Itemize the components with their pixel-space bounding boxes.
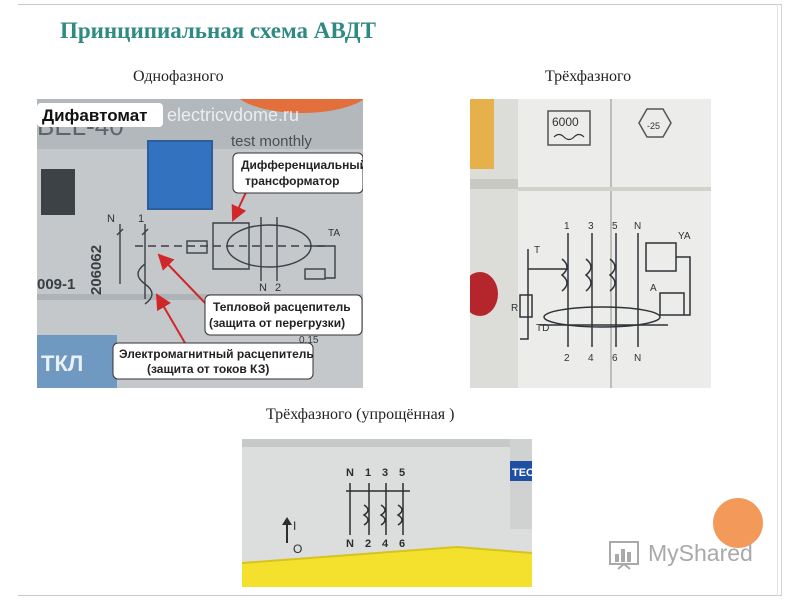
indicator-window <box>41 169 75 215</box>
switch-indicator: I O <box>282 517 302 556</box>
switch-on-label: I <box>293 519 296 533</box>
callout-magnetic-line1: Электромагнитный расцепитель <box>119 347 314 361</box>
red-indicator <box>470 272 498 316</box>
terminal-bottom-2: 2 <box>365 538 371 550</box>
terminal-top-n: N <box>346 467 354 479</box>
caption-single-phase: Однофазного <box>133 68 224 85</box>
terminal-bottom-6: 6 <box>399 538 405 550</box>
terminal-top-5: 5 <box>612 221 618 232</box>
terminal-bottom-6: 6 <box>612 353 618 364</box>
label-a: A <box>650 283 657 294</box>
callout-thermal-line2: (защита от перегрузки) <box>209 316 345 330</box>
terminal-n-bottom: N <box>259 282 267 294</box>
terminal-bottom-4: 4 <box>588 353 594 364</box>
photo-single-phase-rcbo: ТКЛ BEL-40 test monthly N 1 N 2 TA 20606… <box>37 99 363 388</box>
code-fragment: 009-1 <box>37 276 75 293</box>
myshared-logo-icon <box>609 541 639 570</box>
terminal-bottom-4: 4 <box>382 538 389 550</box>
blue-label <box>37 335 117 388</box>
terminal-top-1: 1 <box>564 221 570 232</box>
photo-three-phase-simplified: TEC N 1 3 5 N 2 4 6 I O <box>242 439 532 587</box>
orange-cap <box>239 99 363 113</box>
terminal-1-top: 1 <box>138 213 144 225</box>
terminal-top-n: N <box>634 221 641 232</box>
terminal-top-1: 1 <box>365 467 371 479</box>
watermark: electricvdome.ru <box>167 105 299 125</box>
label-ya: YA <box>678 231 691 242</box>
bottom-fragment: 0.15 <box>299 335 319 346</box>
rcbo-schematic <box>116 217 336 305</box>
test-button <box>147 140 213 210</box>
myshared-logo: MyShared <box>606 538 766 570</box>
simplified-schematic <box>346 483 410 535</box>
terminal-top-3: 3 <box>588 221 594 232</box>
label-r: R <box>511 303 518 314</box>
yellow-toggle <box>242 547 532 587</box>
callout-thermal <box>204 294 363 336</box>
terminal-2-bottom: 2 <box>275 282 281 294</box>
serial-number: 206062 <box>88 245 105 295</box>
ta-label: TA <box>328 228 340 239</box>
accent-circle <box>713 498 763 548</box>
yellow-edge <box>470 99 494 169</box>
caption-three-phase-simplified: Трёхфазного (упрощённая ) <box>266 406 455 423</box>
terminal-top-3: 3 <box>382 467 388 479</box>
callout-magnetic <box>112 342 314 380</box>
callout-magnetic-line2: (защита от токов КЗ) <box>147 362 269 376</box>
slide-frame-top <box>18 4 782 5</box>
callout-transformer-line1: Дифференциальный <box>241 158 363 172</box>
temperature-icon <box>638 108 672 138</box>
switch-off-label: O <box>293 542 302 556</box>
caption-three-phase: Трёхфазного <box>545 68 632 85</box>
terminal-bottom-2: 2 <box>564 353 570 364</box>
badge-box <box>37 103 163 127</box>
slide-title: Принципиальная схема АВДТ <box>60 18 376 43</box>
slide-frame-right <box>781 4 782 596</box>
terminal-n-top: N <box>107 213 115 225</box>
brand-fragment: TEC <box>512 467 532 479</box>
callout-transformer-line2: трансформатор <box>245 174 339 188</box>
slide-frame-bottom <box>18 595 782 596</box>
slide-frame-right-inner <box>777 4 778 596</box>
terminal-bottom-n: N <box>634 353 641 364</box>
photo-three-phase-rcbo: 6000 -25 1 3 5 N 2 4 6 N T R TD YA A <box>470 99 711 388</box>
rating-value: 6000 <box>552 115 579 129</box>
brand-fragment: ТКЛ <box>41 351 83 376</box>
rating-box <box>547 110 591 146</box>
badge-label: Дифавтомат <box>42 106 148 125</box>
callout-thermal-line1: Тепловой расцепитель <box>213 300 351 314</box>
label-td: TD <box>536 323 549 334</box>
label-t: T <box>534 245 540 256</box>
terminal-top-5: 5 <box>399 467 405 479</box>
terminal-bottom-n: N <box>346 538 354 550</box>
test-text: test monthly <box>231 133 312 150</box>
brand-label <box>510 461 532 481</box>
callout-transformer <box>232 152 363 194</box>
myshared-logo-text: MyShared <box>648 540 753 566</box>
three-phase-schematic <box>519 233 691 347</box>
temperature-value: -25 <box>647 121 660 131</box>
